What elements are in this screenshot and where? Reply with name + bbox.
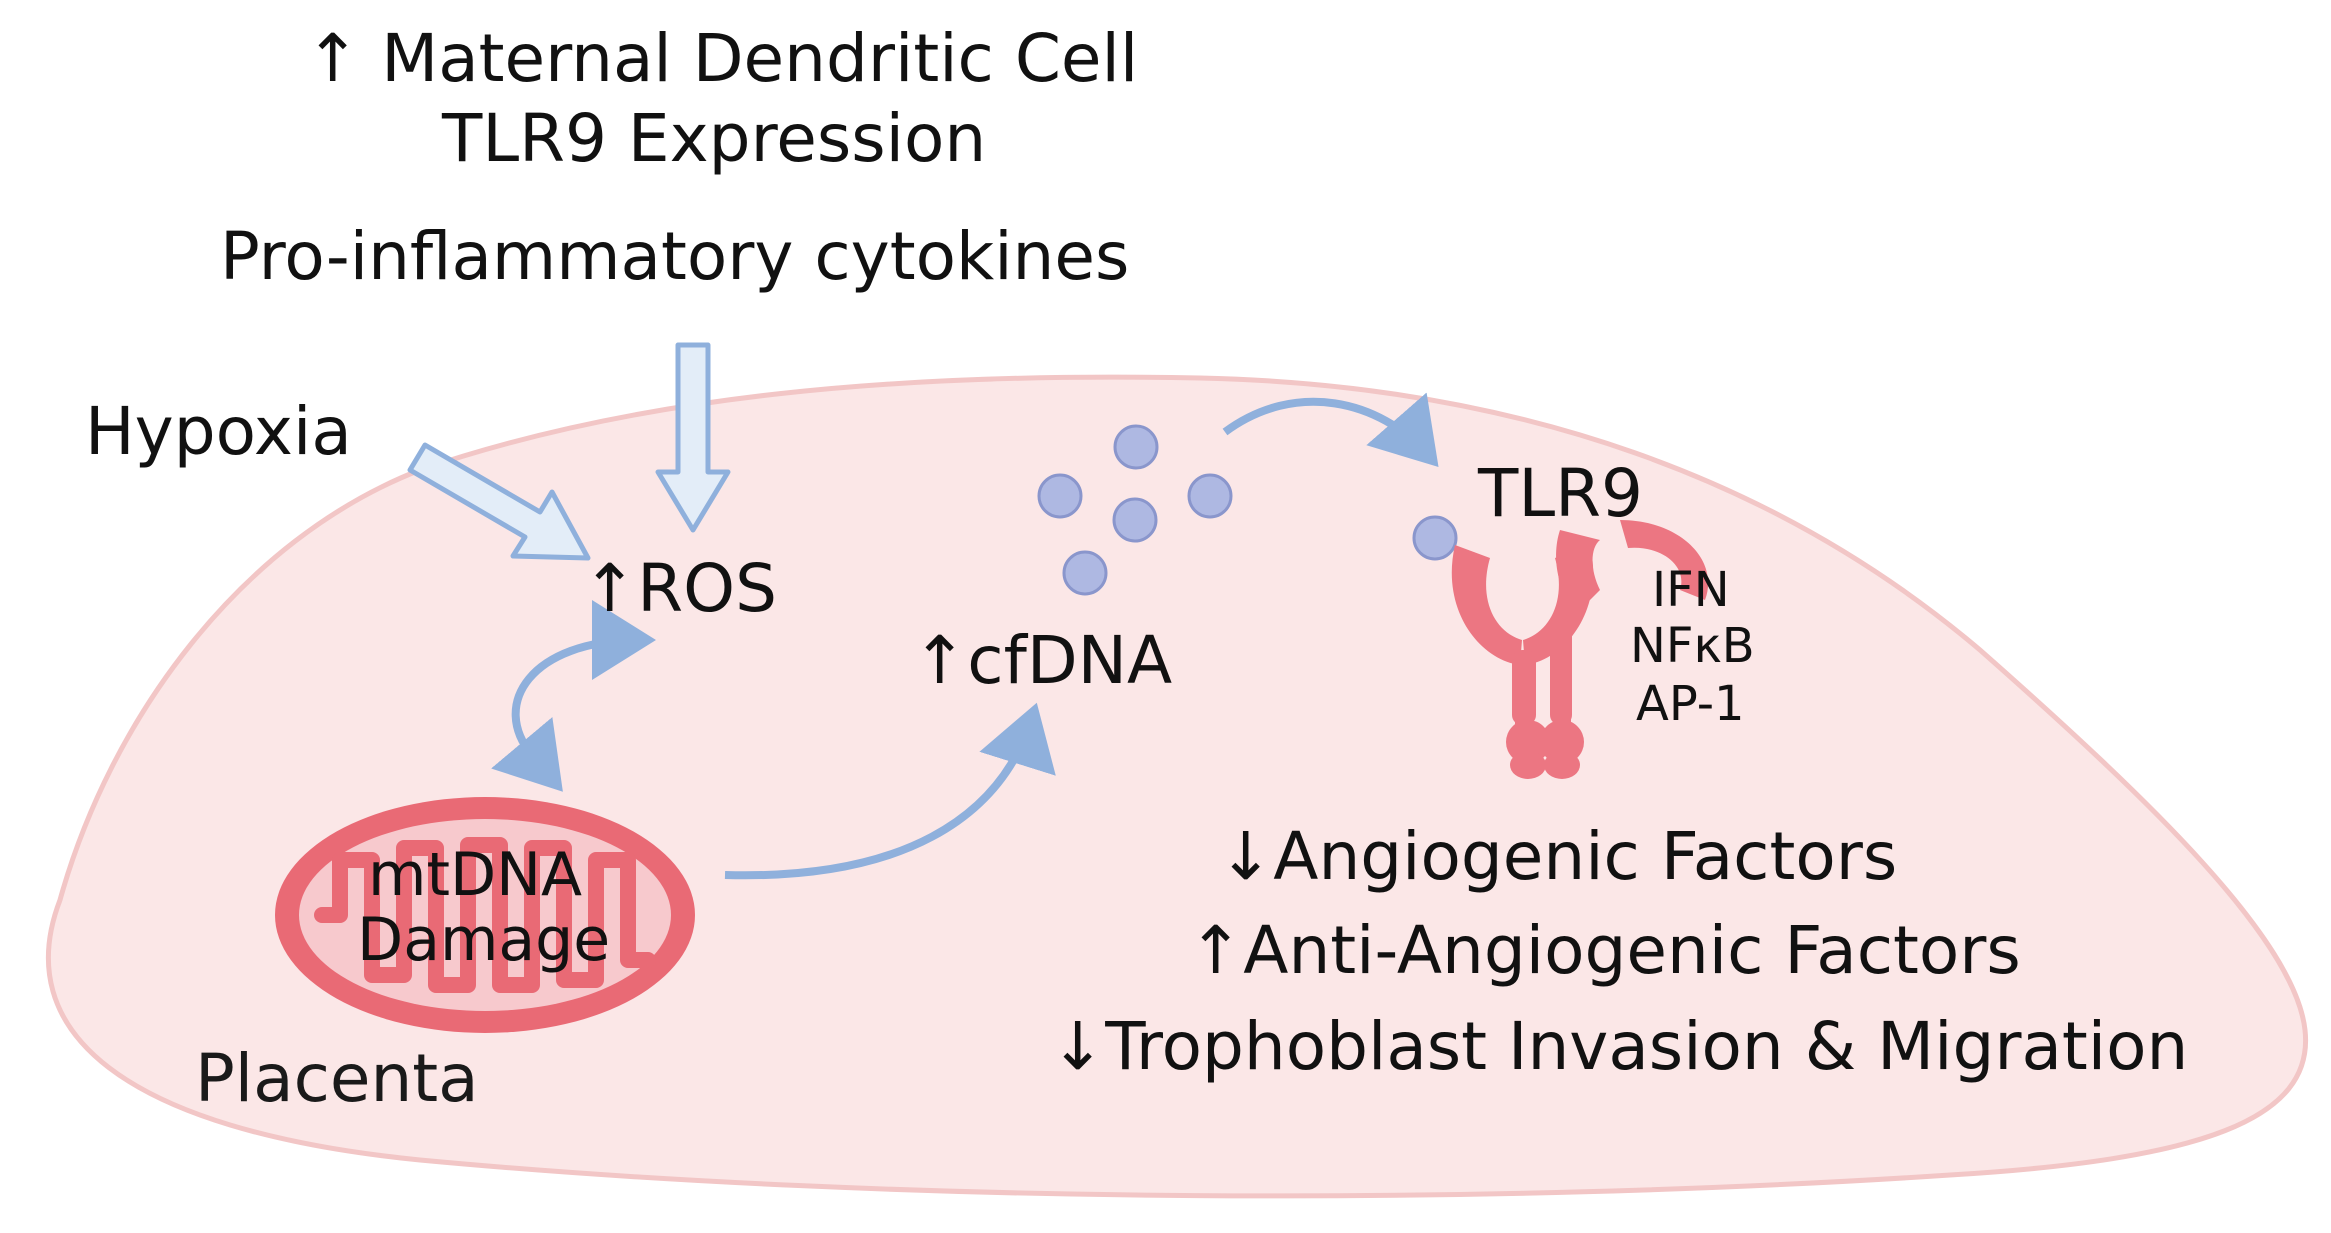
cfdna-dot xyxy=(1062,550,1108,596)
placenta-label: Placenta xyxy=(195,1040,479,1117)
trophoblast-label: ↓Trophoblast Invasion & Migration xyxy=(1050,1008,2189,1085)
anti-angiogenic-factors-label: ↑Anti-Angiogenic Factors xyxy=(1188,912,2021,989)
ros-mito-double-arrow xyxy=(491,600,656,792)
dendritic-cell-label-line2: TLR9 Expression xyxy=(442,100,987,177)
angiogenic-factors-label: ↓Angiogenic Factors xyxy=(1218,818,1898,895)
cfdna-dot xyxy=(1112,497,1158,543)
cfdna-dot xyxy=(1037,473,1083,519)
mito-to-cfdna-arrow xyxy=(724,702,1056,880)
cfdna-dot xyxy=(1187,473,1233,519)
mtdna-label-line2: Damage xyxy=(357,905,611,975)
cfdna-dot xyxy=(1113,424,1159,470)
cfdna-dot-bound xyxy=(1412,515,1458,561)
cfdna-to-tlr9-arrow xyxy=(1222,392,1439,468)
mitochondrion-icon xyxy=(275,797,695,1033)
nfkb-label: NFκB xyxy=(1630,618,1755,674)
mtdna-label-line1: mtDNA xyxy=(368,840,583,910)
ros-label: ↑ROS xyxy=(582,550,778,627)
ifn-label: IFN xyxy=(1652,562,1730,618)
cfdna-label: ↑cfDNA xyxy=(912,622,1173,699)
hypoxia-label: Hypoxia xyxy=(85,393,352,470)
cytokines-to-ros-arrow xyxy=(655,342,731,533)
hypoxia-to-ros-arrow xyxy=(407,442,591,561)
tlr9-receptor-icon xyxy=(1451,520,1709,779)
tlr9-label: TLR9 xyxy=(1478,455,1643,532)
dendritic-cell-label-line1: ↑ Maternal Dendritic Cell xyxy=(305,20,1139,97)
ap1-label: AP-1 xyxy=(1636,676,1745,732)
cfdna-dots xyxy=(1037,424,1458,596)
cytokines-label: Pro-inflammatory cytokines xyxy=(220,218,1130,295)
